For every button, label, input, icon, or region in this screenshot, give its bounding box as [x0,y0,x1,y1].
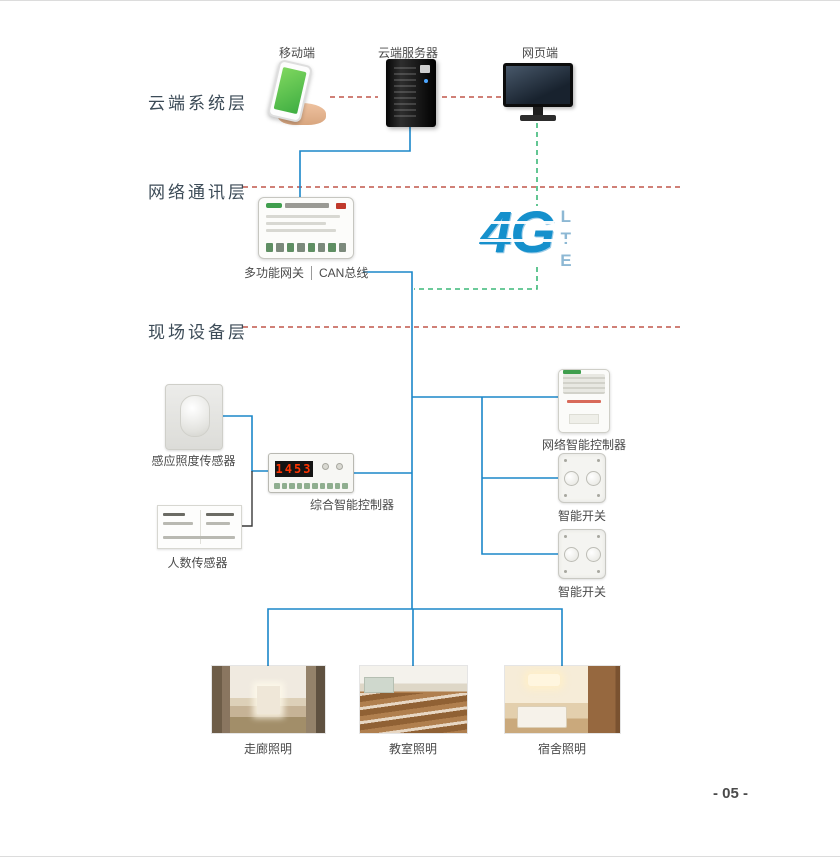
device-slot [569,414,599,424]
gateway-caption: 多功能网关 CAN总线 [244,264,368,281]
server-vents [394,67,416,117]
switch-buttons [559,454,605,502]
device-grille [563,374,605,394]
switch-button [585,470,601,486]
switch-button [563,546,579,562]
4g-bus-link [414,267,538,290]
monitor-neck [533,107,543,115]
people-sensor-label: 人数传感器 [167,556,228,570]
smart-switch-2-label: 智能开关 [557,585,606,599]
network-controller-graphic [558,369,610,433]
classroom-photo [360,666,467,733]
screw [597,570,600,573]
gateway-device-image [258,197,354,259]
can-bus-label: CAN总线 [319,266,369,280]
gateway-graphic [258,197,354,259]
web-terminal-image [503,63,573,123]
switch-button [585,546,601,562]
cloud-server-image [380,59,442,127]
controller-display: 1453 [275,461,313,477]
gateway-text-line [266,215,340,218]
people-sensor-image [157,505,242,549]
corridor-photo [212,666,325,733]
gateway-indicator [336,203,346,209]
screw [564,494,567,497]
illuminance-controller-link [223,415,268,472]
right-device-branch [412,396,558,555]
monitor-base [520,115,556,121]
dorm-photo [505,666,620,733]
server-drive-bay [420,65,430,73]
illuminance-sensor-label: 感应照度传感器 [151,454,236,468]
gateway-text-line [266,229,336,232]
sensor-dome [180,395,210,437]
server-tower-graphic [386,59,436,127]
gateway-label: 多功能网关 [244,266,305,280]
monitor-panel [506,66,570,104]
4g-stripe [474,239,570,242]
4g-stripe [474,221,554,224]
device-logo [563,370,581,374]
switch-button [563,470,579,486]
screw [597,459,600,462]
illuminance-sensor-graphic [165,384,223,450]
page-number: - 05 - [712,785,748,802]
server-led [424,79,428,83]
screw [564,459,567,462]
switch-plate [558,529,606,579]
people-sensor-graphic [157,505,242,549]
4g-lte-logo: 4G LTE [474,200,600,275]
controller-graphic: 1453 [268,453,354,493]
gateway-title-bar [285,203,329,208]
controller-knob [322,463,329,470]
illuminance-sensor-image [165,384,223,450]
phone-screen [273,66,307,115]
cloud-layer-label: 云端系统层 [148,94,248,113]
card-text-line [163,513,185,516]
people-sensor-link [242,471,253,527]
card-text-line [163,536,235,539]
card-text-line [206,513,234,516]
scene-branch-lines [267,608,563,666]
4g-text: 4G [480,200,555,265]
cloud-server-label: 云端服务器 [377,46,438,60]
corridor-label: 走廊照明 [243,742,292,756]
card-text-line [206,522,230,525]
dorm-label: 宿舍照明 [537,742,586,756]
mobile-device-image [255,58,330,127]
caption-divider [311,265,313,280]
gateway-text-line [266,222,326,225]
monitor-graphic [503,63,573,107]
switch-plate [558,453,606,503]
card-text-line [163,522,193,525]
network-layer-label: 网络通讯层 [148,183,248,202]
web-label: 网页端 [521,46,558,60]
smart-switch-1-label: 智能开关 [557,509,606,523]
integrated-controller-label: 综合智能控制器 [309,498,394,512]
controller-terminals [274,483,348,489]
can-main-bus [363,271,413,609]
classroom-label: 教室照明 [388,742,437,756]
network-controller-label: 网络智能控制器 [541,438,626,452]
screw [564,570,567,573]
screw [564,535,567,538]
network-controller-image [558,369,610,433]
gateway-logo [266,203,282,208]
smart-switch-1-image [558,453,606,503]
screw [597,535,600,538]
device-led-bar [567,400,601,403]
field-layer-label: 现场设备层 [148,323,248,342]
screw [597,494,600,497]
card-divider [199,510,201,544]
mobile-label: 移动端 [278,46,315,60]
switch-buttons [559,530,605,578]
server-gateway-link [299,127,411,197]
gateway-ports [266,243,346,252]
smart-switch-2-image [558,529,606,579]
integrated-controller-image: 1453 [268,453,354,493]
controller-knob [336,463,343,470]
